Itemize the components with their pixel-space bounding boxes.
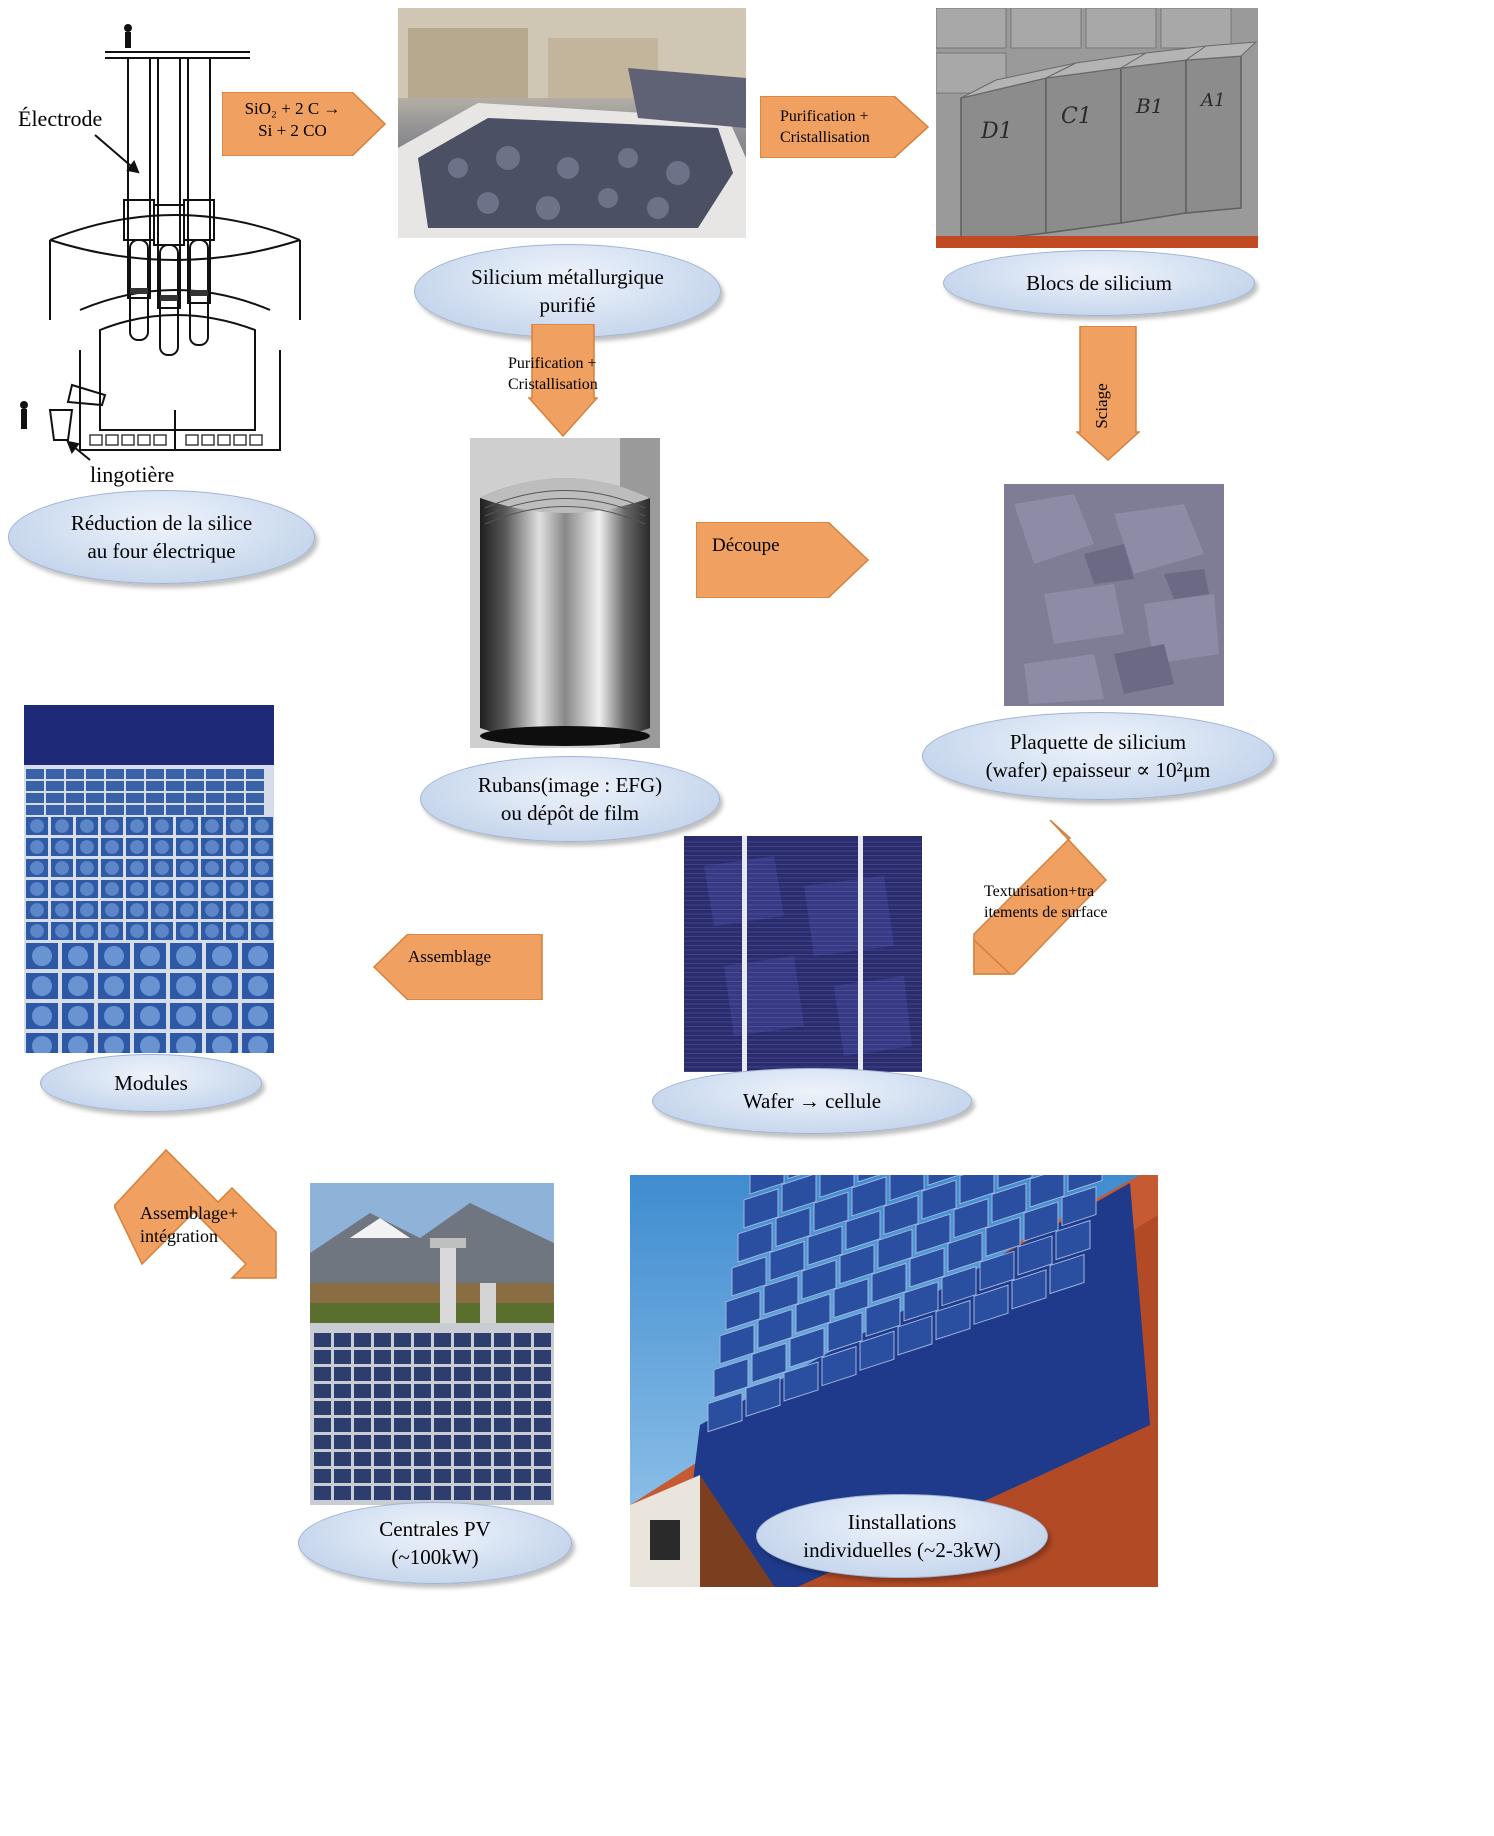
assemblage-text: Assemblage bbox=[408, 947, 492, 966]
label-reduction: Réduction de la silice au four électrique bbox=[8, 490, 315, 584]
label-plaquette: Plaquette de silicium (wafer) epaisseur ∝… bbox=[922, 712, 1274, 800]
arrow-reaction bbox=[222, 92, 387, 156]
decoupe-text: Découpe bbox=[712, 535, 780, 556]
label-silicium: Silicium métallurgique purifié bbox=[414, 244, 721, 338]
photo-pv-plant bbox=[310, 1183, 554, 1505]
centrales-line2: (~100kW) bbox=[391, 1545, 479, 1569]
block-mark-c1: C1 bbox=[1061, 104, 1092, 129]
blocs-text: Blocs de silicium bbox=[1026, 270, 1172, 295]
reaction-line2: Si + 2 CO bbox=[258, 121, 327, 141]
photo-silicon-chunks bbox=[398, 8, 746, 238]
texturisation-text: Texturisation+tra itements de surface bbox=[984, 883, 1108, 921]
rubans-line1: Rubans(image : EFG) bbox=[477, 772, 663, 797]
silicium-line1: Silicium métallurgique bbox=[471, 264, 664, 289]
modules-text: Modules bbox=[114, 1070, 188, 1095]
rubans-line2: ou dépôt de film bbox=[500, 801, 640, 825]
wafer-cellule-text: Wafer → cellule bbox=[742, 1088, 882, 1113]
label-centrales: Centrales PV (~100kW) bbox=[298, 1502, 572, 1584]
assemblage-int-line1: Assemblage+ bbox=[140, 1203, 239, 1223]
label-installations: Iinstallations individuelles (~2-3kW) bbox=[756, 1494, 1048, 1578]
assemblage-integration-text: Assemblage+ intégration bbox=[140, 1202, 238, 1249]
arrow-purification-mid bbox=[528, 324, 598, 438]
photo-solar-cell bbox=[684, 836, 922, 1072]
block-mark-b1: B1 bbox=[1135, 94, 1163, 118]
ingot-mould-label: lingotière bbox=[90, 462, 175, 487]
photo-silicon-wafer bbox=[1004, 484, 1224, 706]
label-rubans: Rubans(image : EFG) ou dépôt de film bbox=[420, 756, 720, 842]
purification-top-text: Purification + Cristallisation bbox=[780, 107, 870, 149]
electrode-label: Électrode bbox=[18, 106, 103, 131]
assemblage-int-line2: intégration bbox=[140, 1226, 218, 1247]
photo-modules bbox=[24, 705, 274, 1053]
plant-panel-grid bbox=[314, 1333, 551, 1500]
installations-line1: Iinstallations bbox=[847, 1509, 957, 1534]
cell-fingers bbox=[684, 841, 922, 1072]
arrow-sciage bbox=[1076, 326, 1140, 462]
purif-mid: Purification + bbox=[508, 355, 597, 372]
module-grid bbox=[26, 769, 274, 1053]
plaquette-line1: Plaquette de silicium bbox=[1009, 729, 1187, 754]
arrow-purification-top bbox=[760, 96, 930, 158]
label-modules: Modules bbox=[40, 1054, 262, 1112]
label-wafer-cellule: Wafer → cellule bbox=[652, 1068, 972, 1134]
label-blocs: Blocs de silicium bbox=[943, 250, 1255, 316]
silicium-line2: purifié bbox=[539, 293, 596, 317]
centrales-line1: Centrales PV bbox=[379, 1516, 491, 1541]
photo-silicon-blocks: D1 C1 B1 A1 bbox=[936, 8, 1258, 248]
arrow-decoupe bbox=[696, 522, 870, 598]
block-mark-a1: A1 bbox=[1199, 90, 1225, 111]
cryst-top: Cristallisation bbox=[780, 128, 870, 146]
reduction-line1: Réduction de la silice bbox=[70, 510, 253, 535]
photo-efg-ribbon bbox=[470, 438, 660, 748]
photo-roof-installation bbox=[630, 1175, 1158, 1587]
plaquette-line2: (wafer) epaisseur ∝ 10²μm bbox=[985, 758, 1211, 782]
purification-mid-text: Purification + Cristallisation bbox=[508, 354, 598, 396]
arrow-texturisation bbox=[973, 820, 1108, 975]
cryst-mid: Cristallisation bbox=[508, 375, 598, 393]
block-mark-d1: D1 bbox=[980, 119, 1013, 144]
arrow-assemblage bbox=[372, 934, 543, 1000]
electric-furnace-drawing bbox=[20, 24, 301, 461]
reaction-text: SiO₂ + 2 C → Si + 2 CO bbox=[230, 98, 355, 142]
reaction-line1: SiO₂ + 2 C → bbox=[244, 99, 341, 118]
arrow-assemblage-integration bbox=[114, 1148, 277, 1279]
roof-panel-grid bbox=[707, 1175, 1103, 1433]
purif-top: Purification + bbox=[780, 108, 869, 125]
installations-line2: individuelles (~2-3kW) bbox=[803, 1538, 1001, 1562]
reduction-line2: au four électrique bbox=[87, 539, 236, 563]
sciage-text: Sciage bbox=[1092, 383, 1111, 429]
